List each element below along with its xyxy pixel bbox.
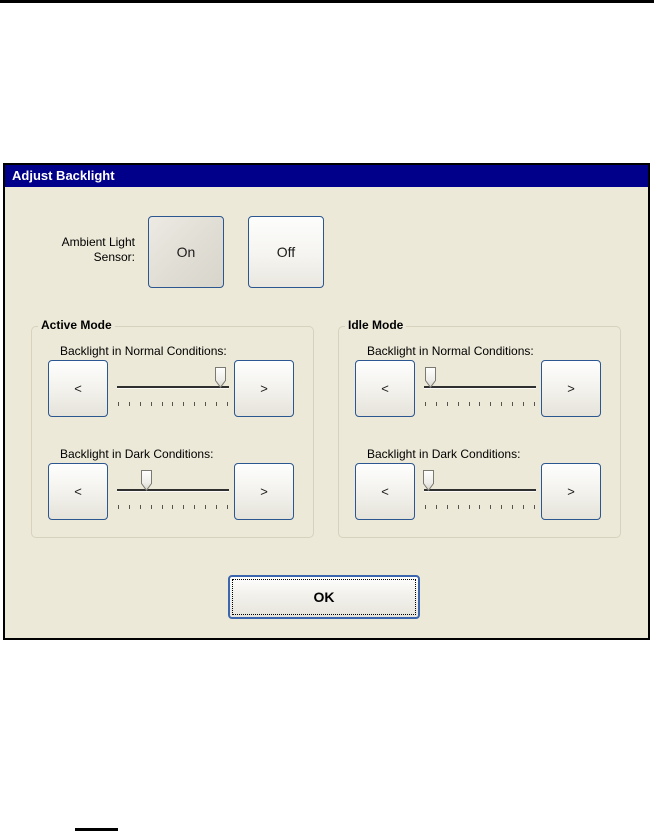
idle-mode-group-title: Idle Mode	[345, 318, 407, 332]
active-normal-increase-button[interactable]: >	[234, 360, 294, 417]
slider-track	[117, 489, 229, 492]
active-normal-decrease-button[interactable]: <	[48, 360, 108, 417]
slider-thumb-zone	[424, 367, 536, 389]
idle-dark-label: Backlight in Dark Conditions:	[367, 447, 521, 461]
idle-normal-label: Backlight in Normal Conditions:	[367, 344, 534, 358]
idle-normal-slider[interactable]	[421, 360, 539, 417]
slider-ticks	[118, 505, 228, 509]
slider-track	[424, 489, 536, 492]
idle-dark-slider[interactable]	[421, 463, 539, 520]
page-footer-rule	[75, 828, 118, 831]
idle-normal-decrease-button[interactable]: <	[355, 360, 415, 417]
active-dark-decrease-button[interactable]: <	[48, 463, 108, 520]
active-mode-group-title: Active Mode	[38, 318, 115, 332]
slider-thumb[interactable]	[214, 367, 226, 389]
active-mode-group: Active Mode Backlight in Normal Conditio…	[31, 318, 314, 538]
slider-thumb[interactable]	[425, 367, 437, 389]
slider-thumb[interactable]	[140, 470, 152, 492]
page-top-rule	[0, 0, 654, 3]
slider-ticks	[118, 402, 228, 406]
active-dark-increase-button[interactable]: >	[234, 463, 294, 520]
slider-track	[424, 386, 536, 389]
slider-track	[117, 386, 229, 389]
slider-thumb-zone	[117, 470, 229, 492]
ambient-sensor-off-button[interactable]: Off	[248, 216, 324, 288]
idle-dark-increase-button[interactable]: >	[541, 463, 601, 520]
slider-ticks	[425, 505, 535, 509]
slider-ticks	[425, 402, 535, 406]
slider-thumb[interactable]	[422, 470, 434, 492]
idle-normal-increase-button[interactable]: >	[541, 360, 601, 417]
idle-dark-decrease-button[interactable]: <	[355, 463, 415, 520]
active-normal-slider[interactable]	[114, 360, 232, 417]
active-dark-slider[interactable]	[114, 463, 232, 520]
slider-thumb-zone	[422, 470, 536, 492]
slider-thumb-zone	[117, 367, 229, 389]
adjust-backlight-dialog: Adjust Backlight Ambient Light Sensor: O…	[3, 163, 650, 640]
idle-mode-group: Idle Mode Backlight in Normal Conditions…	[338, 318, 621, 538]
ok-button[interactable]: OK	[228, 575, 420, 619]
active-dark-label: Backlight in Dark Conditions:	[60, 447, 214, 461]
active-normal-label: Backlight in Normal Conditions:	[60, 344, 227, 358]
dialog-titlebar: Adjust Backlight	[5, 165, 648, 187]
ambient-sensor-on-button[interactable]: On	[148, 216, 224, 288]
dialog-title: Adjust Backlight	[12, 168, 115, 183]
ambient-light-sensor-label: Ambient Light Sensor:	[61, 235, 135, 264]
